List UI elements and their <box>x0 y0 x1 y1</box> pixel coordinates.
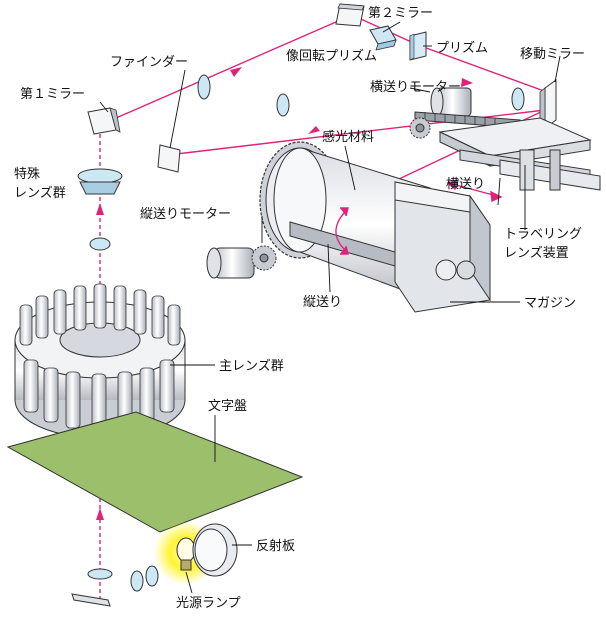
condenser-lenses <box>87 565 159 592</box>
traveling-lens-device <box>438 117 601 191</box>
label-traveling-lens-1: トラベリング <box>504 227 582 242</box>
label-reflector: 反射板 <box>256 538 295 554</box>
label-mirror-2: 第２ミラー <box>368 6 433 21</box>
label-photosensitive-material: 感光材料 <box>322 129 374 145</box>
label-magazine: マガジン <box>524 296 576 311</box>
magazine-drum <box>259 141 491 313</box>
label-moving-mirror: 移動ミラー <box>520 47 585 62</box>
label-longitudinal-motor: 縦送りモーター <box>140 207 231 222</box>
label-traverse-motor: 横送りモーター <box>370 80 461 95</box>
label-traverse: 横送り <box>446 177 485 192</box>
mirror-2 <box>335 3 365 27</box>
bottom-mirror <box>71 593 111 607</box>
label-finder: ファインダー <box>110 55 188 70</box>
prism <box>409 31 427 61</box>
traverse-motor <box>430 87 472 117</box>
longitudinal-motor <box>206 245 277 279</box>
beam-direction-arrows <box>96 67 473 520</box>
reflector <box>192 523 238 577</box>
label-prism: プリズム <box>436 40 488 56</box>
label-special-lens-2: レンズ群 <box>14 185 66 201</box>
label-character-plate: 文字盤 <box>208 399 247 414</box>
label-rotating-prism: 像回転プリズム <box>286 48 377 64</box>
rotating-prism <box>369 25 397 51</box>
label-longitudinal: 縦送り <box>303 295 342 310</box>
character-plate <box>6 411 304 533</box>
label-mirror-1: 第１ミラー <box>20 87 85 102</box>
main-lens-turret <box>14 283 186 439</box>
labels: 第２ミラー 像回転プリズム プリズム 移動ミラー ファインダー 第１ミラー 横送… <box>14 6 585 611</box>
label-traveling-lens-2: レンズ装置 <box>504 245 569 261</box>
special-lens-group <box>77 168 123 251</box>
label-special-lens-1: 特殊 <box>14 167 40 182</box>
mirror-1 <box>87 107 121 135</box>
label-main-lens: 主レンズ群 <box>219 358 284 374</box>
leader-lines <box>99 21 561 594</box>
finder <box>157 144 181 173</box>
longitudinal-motion-arrow <box>335 207 349 255</box>
traverse-motion-arrow <box>446 178 503 203</box>
label-light-lamp: 光源ランプ <box>176 596 241 611</box>
beam-lenses <box>197 74 525 117</box>
turret-lens-cylinders <box>19 283 181 431</box>
